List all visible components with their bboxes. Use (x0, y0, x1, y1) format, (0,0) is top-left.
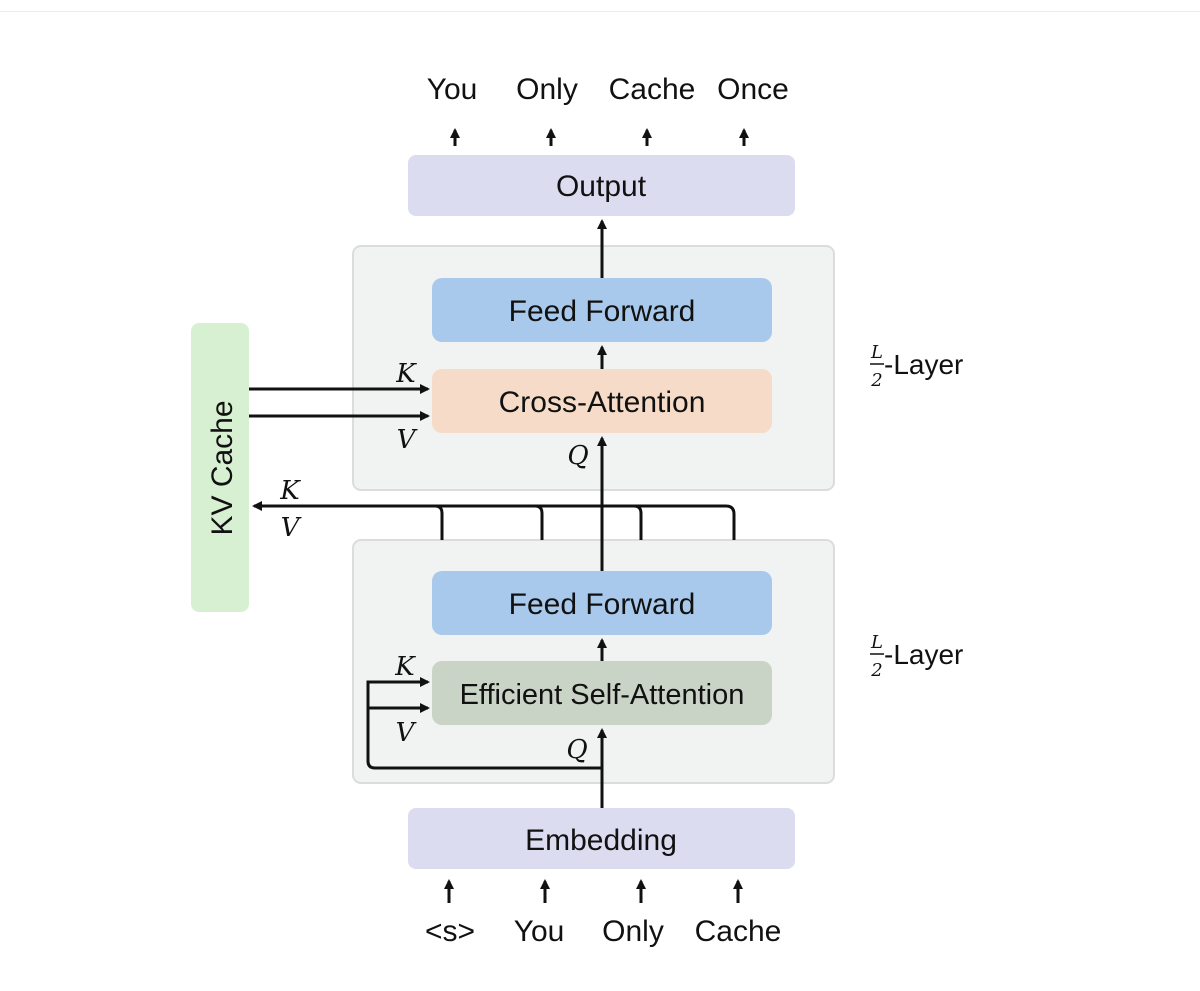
lower-layer-count-label: L 2 -Layer (870, 632, 963, 681)
frac-denominator: 2 (870, 660, 882, 681)
output-block (408, 155, 795, 216)
frac-numerator: L (870, 342, 883, 363)
input-token: <s> (425, 915, 475, 948)
kv-bus-to-cache (252, 501, 736, 540)
input-token: Cache (695, 915, 782, 948)
frac-numerator: L (870, 632, 883, 653)
upper-feed-forward-label: Feed Forward (509, 295, 696, 328)
input-tokens: <s> You Only Cache (425, 915, 781, 948)
cross-k-label: K (395, 359, 417, 389)
output-tokens: You Only Cache Once (427, 73, 789, 106)
kv-bus-tap (434, 504, 444, 540)
kv-bus-tap (633, 504, 643, 540)
input-token-arrows (444, 879, 743, 903)
kv-cache-block (191, 323, 249, 612)
embedding-block (408, 808, 795, 869)
cross-v-label: V (397, 425, 418, 455)
upper-feed-forward-block (432, 278, 772, 342)
embedding-label: Embedding (525, 824, 677, 857)
top-divider (0, 11, 1200, 12)
layer-suffix: -Layer (884, 349, 963, 380)
self-q-label: Q (566, 735, 587, 765)
input-token: Only (602, 915, 664, 948)
cross-attention-label: Cross-Attention (499, 386, 706, 419)
output-token: Only (516, 73, 578, 106)
frac-denominator: 2 (870, 370, 882, 391)
cross-q-label: Q (567, 441, 588, 471)
self-attention-block (432, 661, 772, 725)
self-k-label: K (394, 652, 416, 682)
kv-bus-tap (534, 504, 544, 540)
output-token: Cache (609, 73, 696, 106)
cache-v-label: V (281, 513, 302, 543)
output-token-arrows (450, 128, 749, 146)
kv-cache-label: KV Cache (206, 400, 239, 535)
input-token: You (514, 915, 565, 948)
self-attn-kv-loop (366, 677, 602, 770)
lower-feed-forward-label: Feed Forward (509, 588, 696, 621)
cache-k-label: K (279, 476, 301, 506)
cross-attention-block (432, 369, 772, 433)
output-label: Output (556, 170, 647, 203)
lower-feed-forward-block (432, 571, 772, 635)
self-attention-label: Efficient Self-Attention (460, 679, 745, 711)
main-flow (249, 219, 736, 808)
output-token: You (427, 73, 478, 106)
self-v-label: V (396, 718, 417, 748)
layer-suffix: -Layer (884, 639, 963, 670)
upper-layer-count-label: L 2 -Layer (870, 342, 963, 391)
output-token: Once (717, 73, 789, 106)
